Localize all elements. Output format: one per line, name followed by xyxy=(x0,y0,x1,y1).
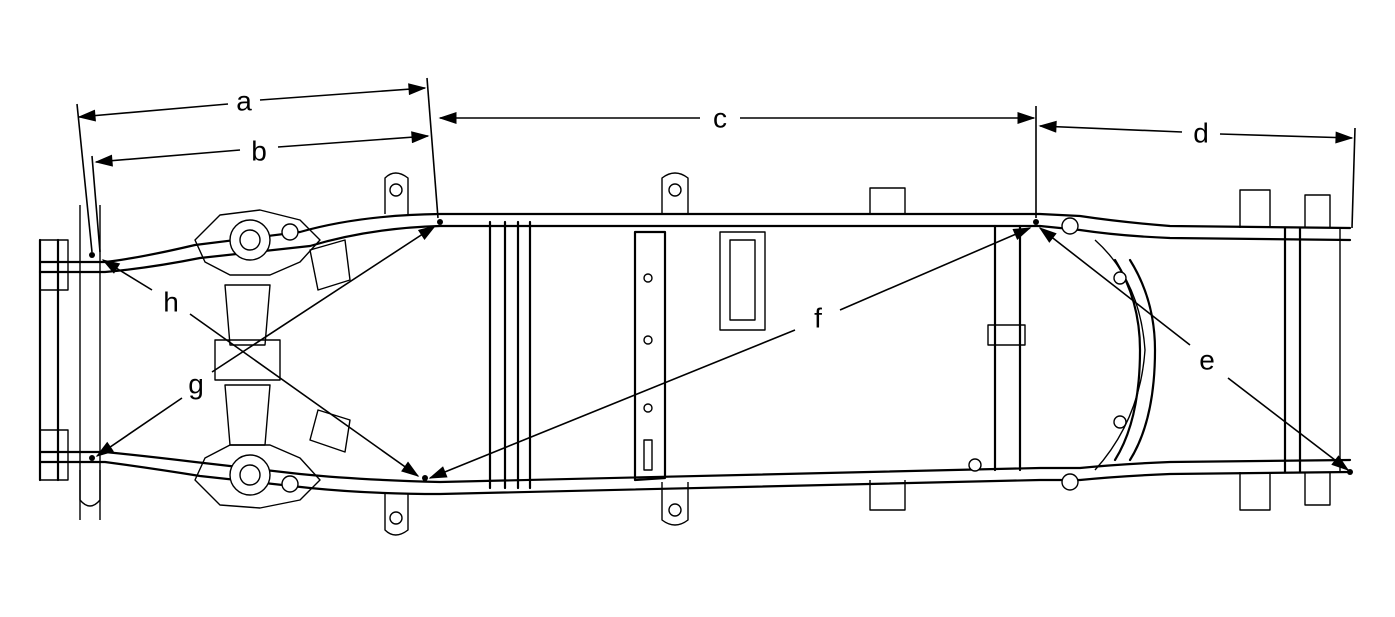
measurement-points xyxy=(89,219,1353,481)
label-c: c xyxy=(713,103,727,134)
dimension-c: c xyxy=(438,103,1036,134)
label-a: a xyxy=(236,86,252,117)
front-suspension xyxy=(194,209,351,509)
dimension-a: a xyxy=(77,83,427,122)
body-mount-brackets xyxy=(79,172,1331,536)
label-e: e xyxy=(1199,345,1215,376)
dimension-g: g xyxy=(95,225,437,457)
extension-lines xyxy=(76,77,1356,253)
label-g: g xyxy=(188,369,204,400)
label-d: d xyxy=(1193,118,1209,149)
dimension-h: h xyxy=(101,259,420,477)
dimension-e: e xyxy=(1038,227,1350,471)
label-f: f xyxy=(814,303,822,334)
label-b: b xyxy=(251,136,267,167)
dimension-f: f xyxy=(428,227,1032,479)
frame-rails xyxy=(38,205,1352,520)
crossmembers xyxy=(488,220,1157,490)
dimension-b: b xyxy=(94,131,430,167)
dimension-d: d xyxy=(1038,118,1354,149)
label-h: h xyxy=(163,287,179,318)
